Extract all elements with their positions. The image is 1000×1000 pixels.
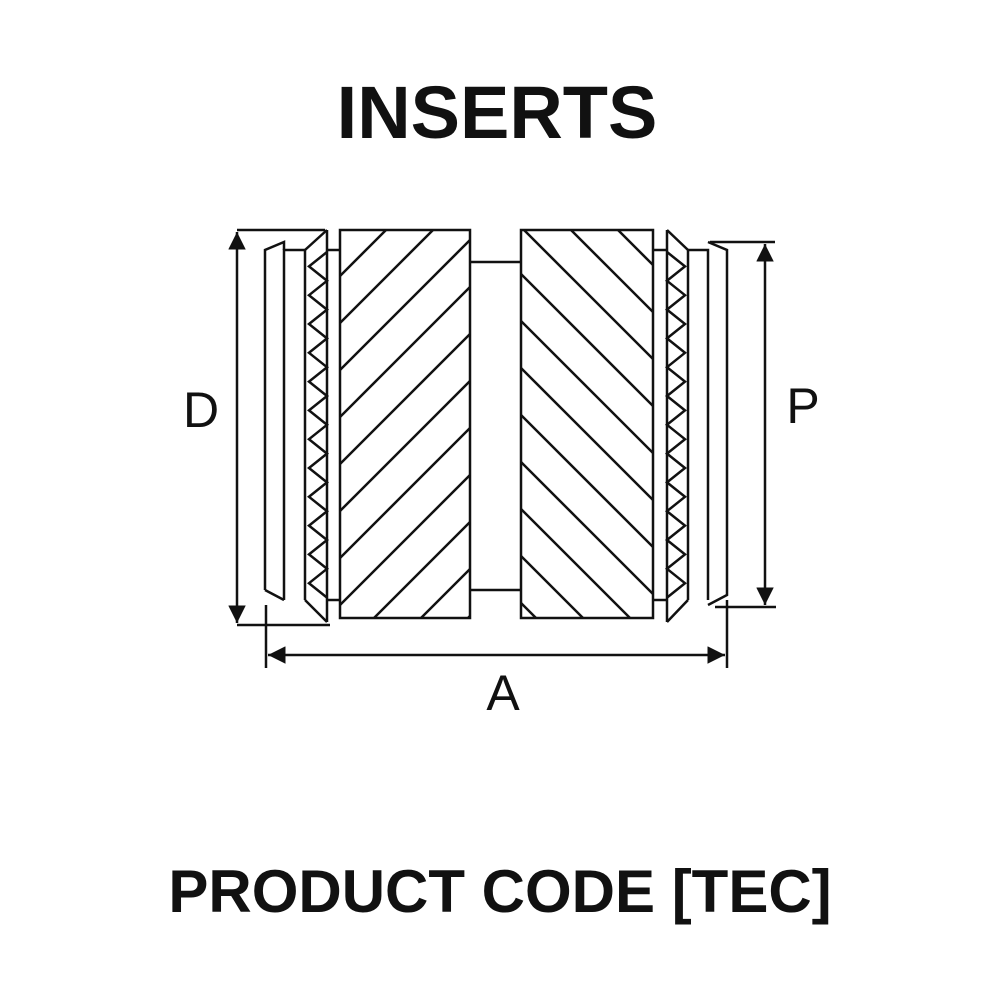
hatch-line (339, 333, 471, 465)
left-knurl (303, 229, 340, 623)
hatch-line (520, 414, 654, 548)
left-body-section (338, 228, 472, 620)
hatch-line (520, 508, 631, 619)
hatch-line (339, 229, 387, 277)
bore-lines (470, 260, 521, 592)
right-body-outline (519, 228, 655, 620)
dimension-p (710, 240, 776, 609)
hatch-line (520, 320, 654, 454)
hatch-line (523, 229, 654, 360)
dimension-d (228, 228, 330, 627)
product-code: PRODUCT CODE [TEC] (168, 858, 831, 925)
hatch-line (373, 521, 471, 619)
right-body-section (519, 228, 655, 620)
hatch-line (520, 461, 654, 595)
right-flange (688, 240, 729, 607)
hatch-line (420, 568, 471, 619)
hatch-line (617, 229, 654, 266)
left-knurl-teeth (306, 251, 330, 599)
left-flange (263, 240, 305, 602)
hatch-line (339, 427, 471, 559)
hatch-line (339, 229, 434, 324)
right-knurl-teeth (664, 251, 688, 599)
dimension-p-label: P (786, 378, 819, 434)
hatch-line (339, 474, 471, 606)
right-hatching (520, 229, 654, 619)
dimension-a-label: A (486, 665, 520, 721)
hatch-line (520, 555, 584, 619)
hatch-line (570, 229, 654, 313)
hatch-line (520, 602, 537, 619)
dimension-d-label: D (183, 382, 219, 438)
title: INSERTS (337, 71, 658, 154)
hatch-line (467, 615, 471, 619)
right-knurl (653, 229, 690, 623)
hatch-line (339, 286, 471, 418)
hatch-line (339, 380, 471, 512)
left-body-outline (338, 228, 472, 620)
hatch-line (339, 239, 471, 371)
dimension-a (264, 600, 729, 668)
hatch-line (520, 273, 654, 407)
left-hatching (339, 229, 471, 619)
hatch-line (520, 367, 654, 501)
